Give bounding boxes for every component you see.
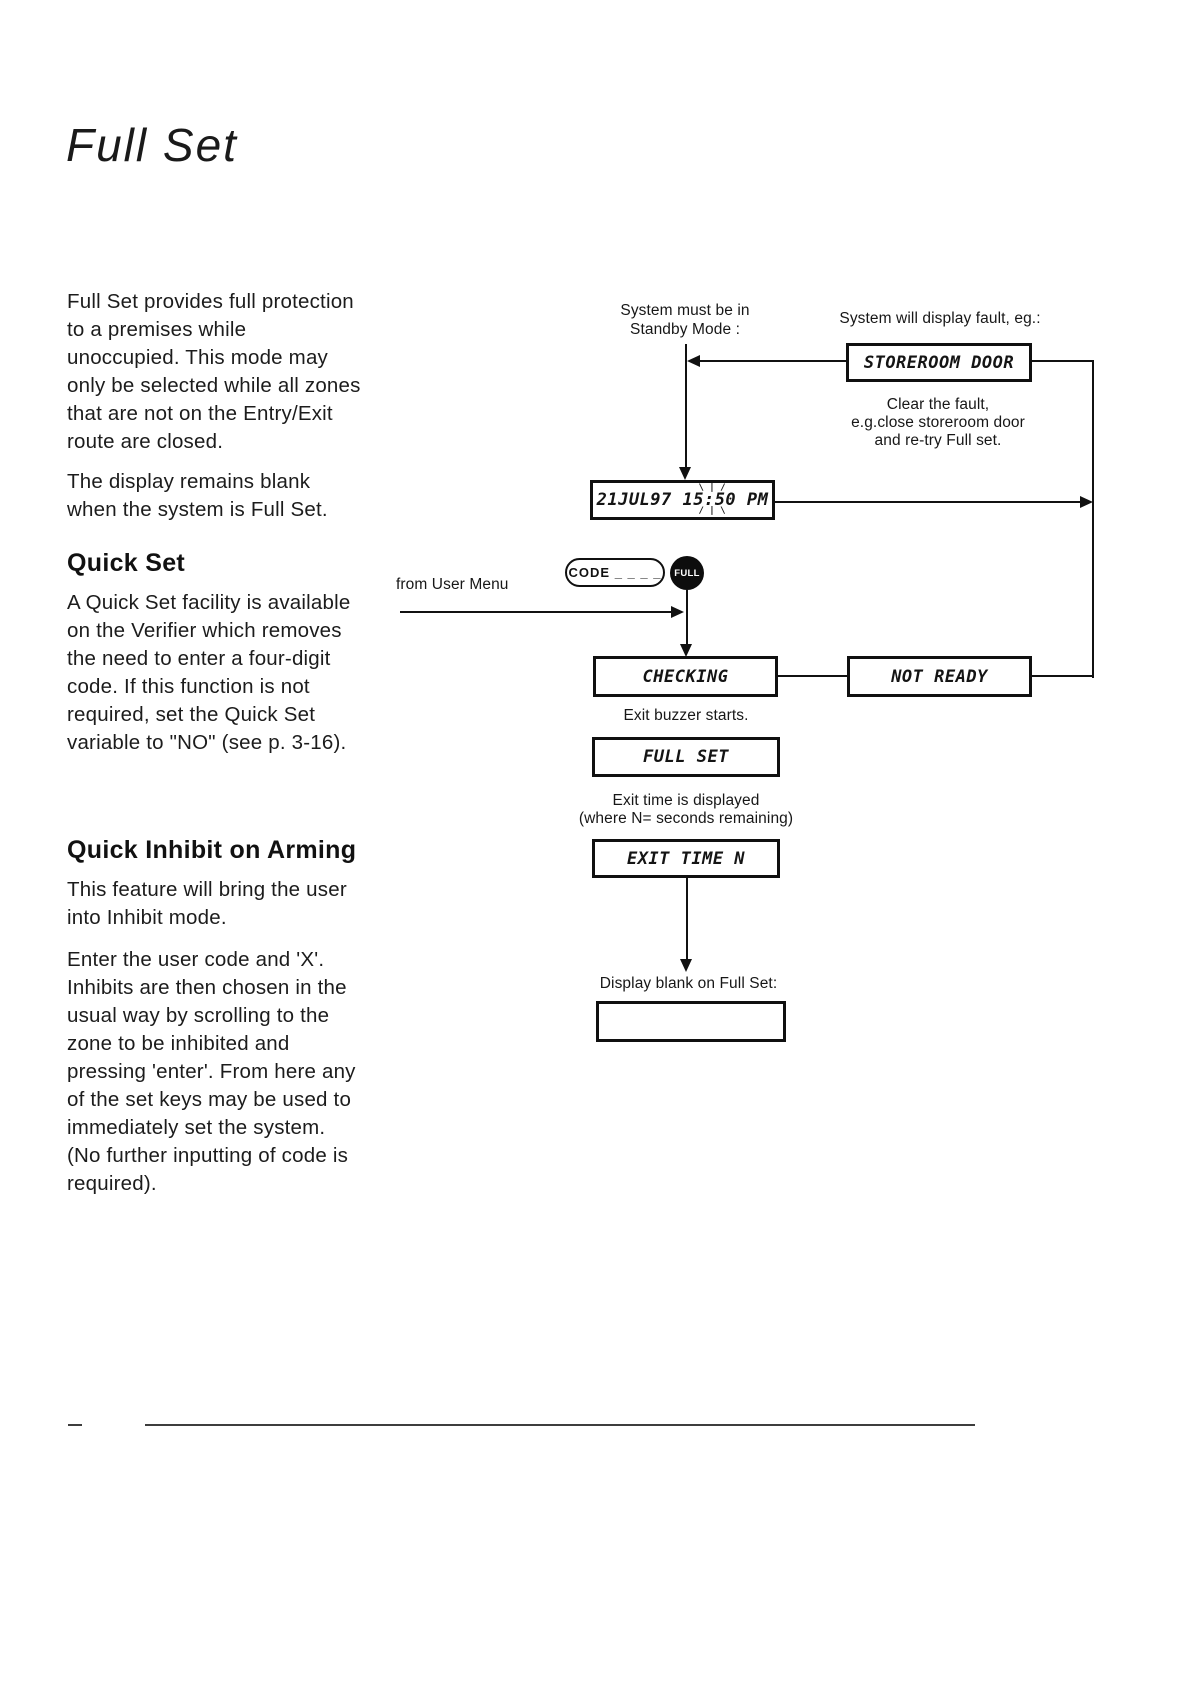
lcd-datetime-text: 21JUL97 15:50 PM bbox=[596, 490, 769, 510]
lcd-display-checking: CHECKING bbox=[593, 656, 778, 697]
lcd-display-storeroom-door: STOREROOM DOOR bbox=[846, 343, 1032, 382]
flow-line-checking-notready bbox=[778, 675, 847, 677]
lcd-display-exit-time: EXIT TIME N bbox=[592, 839, 780, 878]
flow-line-storeroom-right-stub bbox=[1032, 360, 1094, 362]
code-key: CODE _ _ _ _ bbox=[565, 558, 665, 587]
standby-label-line2: Standby Mode : bbox=[630, 321, 740, 338]
quick-set-heading: Quick Set bbox=[67, 549, 186, 577]
arrow-down-icon bbox=[680, 644, 692, 657]
arrow-down-icon bbox=[679, 467, 691, 480]
display-blank-label: Display blank on Full Set: bbox=[599, 975, 778, 992]
blink-marks-bottom: / | \ bbox=[698, 506, 726, 516]
flow-line-full-to-checking bbox=[686, 590, 688, 646]
footer-page-dash bbox=[68, 1424, 82, 1426]
fault-label: System will display fault, eg.: bbox=[839, 310, 1041, 327]
page-title: Full Set bbox=[66, 119, 238, 171]
lcd-display-full-set: FULL SET bbox=[592, 737, 780, 777]
quick-inhibit-paragraph-2: Enter the user code and 'X'.Inhibits are… bbox=[67, 948, 356, 1195]
arrow-right-icon bbox=[1080, 496, 1093, 508]
full-key: FULL bbox=[670, 556, 704, 590]
blink-marks-top: \ | / bbox=[698, 483, 726, 493]
quick-inhibit-heading: Quick Inhibit on Arming bbox=[67, 836, 357, 864]
lcd-exit-time-text: EXIT TIME N bbox=[626, 848, 746, 869]
lcd-display-blank bbox=[596, 1001, 786, 1042]
flow-line-notready-right-stub bbox=[1032, 675, 1094, 677]
flow-line-storeroom-to-standby bbox=[700, 360, 846, 362]
clear-fault-line3: and re-try Full set. bbox=[874, 432, 1002, 449]
flow-line-exit-time-down bbox=[686, 878, 688, 961]
lcd-not-ready-text: NOT READY bbox=[891, 666, 988, 687]
standby-label-line1: System must be in bbox=[620, 302, 750, 319]
flow-line-right-vertical bbox=[1092, 360, 1094, 678]
lcd-display-datetime: 21JUL97 15:50 PM \ | / / | \ bbox=[590, 480, 775, 520]
lcd-full-set-text: FULL SET bbox=[643, 747, 729, 767]
clear-fault-line2: e.g.close storeroom door bbox=[851, 414, 1025, 431]
arrow-down-icon bbox=[680, 959, 692, 972]
arrow-right-icon bbox=[671, 606, 684, 618]
from-user-menu-label: from User Menu bbox=[396, 576, 509, 593]
exit-buzzer-note: Exit buzzer starts. bbox=[623, 707, 749, 724]
footer-rule bbox=[145, 1424, 975, 1426]
clear-fault-line1: Clear the fault, bbox=[886, 396, 990, 413]
lcd-display-not-ready: NOT READY bbox=[847, 656, 1032, 697]
flow-line-datetime-right bbox=[775, 501, 1081, 503]
arrow-left-icon bbox=[687, 355, 700, 367]
flow-line-user-menu bbox=[400, 611, 672, 613]
exit-time-note-line1: Exit time is displayed bbox=[612, 792, 760, 809]
lcd-storeroom-text: STOREROOM DOOR bbox=[863, 352, 1015, 373]
lcd-checking-text: CHECKING bbox=[642, 666, 729, 687]
exit-time-note-line2: (where N= seconds remaining) bbox=[578, 810, 794, 827]
flow-line-standby-down bbox=[685, 344, 687, 468]
